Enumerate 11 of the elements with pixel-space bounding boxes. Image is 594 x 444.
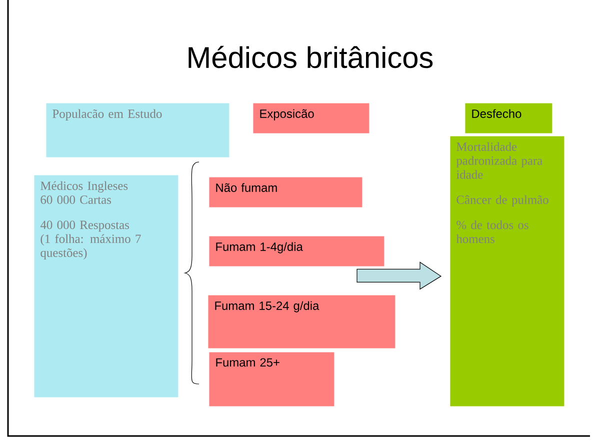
exposure-box: Não fumam [209,177,362,208]
outcome-box: Mortalidade padronizada para idade Câncer de pulmão % de todos os homens [450,136,564,406]
exposure-box: Fumam 15-24 g/dia [208,295,396,348]
outcome-box: Desfecho [465,103,552,134]
exposure-box: Fumam 1-4g/dia [209,236,384,266]
exposure-box: Exposicão [253,103,370,134]
population-box: Populacão em Estudo [46,103,230,158]
exposure-box: Fumam 25+ [209,352,334,406]
population-box: Médicos Ingleses 60 000 Cartas 40 000 Respostas (1 folha: máximo 7 questões) [34,175,178,398]
block-arrow [356,262,442,290]
title: Médicos britânicos [188,46,433,68]
